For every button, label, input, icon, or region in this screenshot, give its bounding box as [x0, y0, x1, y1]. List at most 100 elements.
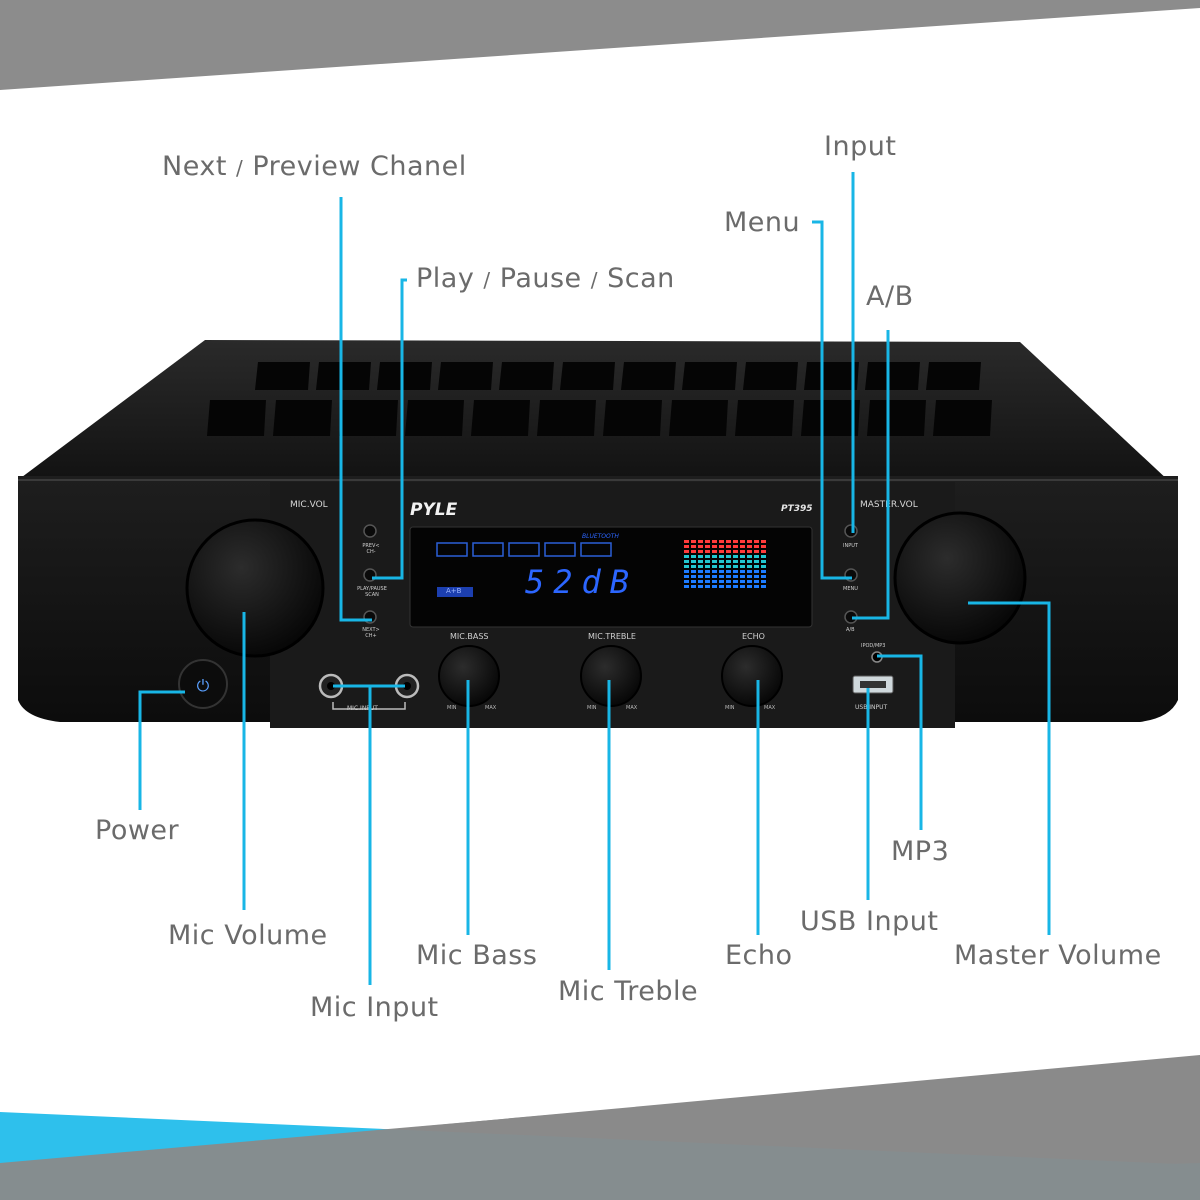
spectrum-segment: [747, 540, 752, 543]
spectrum-segment: [684, 560, 689, 563]
vent-slot: [471, 400, 530, 436]
spectrum-segment: [712, 545, 717, 548]
panel-label-min-bass: MIN: [447, 705, 457, 711]
vent-slot: [377, 362, 432, 390]
spectrum-segment: [754, 565, 759, 568]
spectrum-segment: [684, 550, 689, 553]
callout-usb-input: USB Input: [800, 906, 939, 937]
spectrum-segment: [754, 540, 759, 543]
spectrum-segment: [705, 570, 710, 573]
brand-logo: PYLE: [410, 500, 458, 520]
callout-menu: Menu: [724, 207, 801, 238]
spectrum-segment: [684, 585, 689, 588]
mic-treble-knob: [580, 645, 642, 707]
spectrum-segment: [761, 585, 766, 588]
spectrum-segment: [733, 545, 738, 548]
spectrum-segment: [698, 560, 703, 563]
spectrum-segment: [684, 545, 689, 548]
spectrum-segment: [747, 575, 752, 578]
spectrum-segment: [691, 560, 696, 563]
callout-power: Power: [95, 815, 180, 846]
spectrum-segment: [733, 570, 738, 573]
master-volume-knob: [893, 511, 1027, 645]
panel-label-max-treble: MAX: [626, 705, 638, 711]
spectrum-segment: [761, 565, 766, 568]
spectrum-segment: [747, 550, 752, 553]
panel-label-usb: USB INPUT: [855, 704, 888, 711]
spectrum-segment: [691, 585, 696, 588]
spectrum-segment: [712, 555, 717, 558]
power-button: [178, 659, 228, 709]
spectrum-segment: [726, 585, 731, 588]
spectrum-segment: [733, 565, 738, 568]
spectrum-segment: [698, 585, 703, 588]
spectrum-segment: [726, 550, 731, 553]
vent-slot: [735, 400, 794, 436]
vent-slot: [867, 400, 926, 436]
spectrum-segment: [747, 585, 752, 588]
spectrum-segment: [684, 540, 689, 543]
callout-mic-bass: Mic Bass: [416, 940, 538, 971]
spectrum-segment: [684, 570, 689, 573]
callout-next-preview: Next / Preview Chanel: [162, 151, 467, 182]
spectrum-segment: [740, 555, 745, 558]
spectrum-segment: [747, 545, 752, 548]
spectrum-segment: [691, 565, 696, 568]
spectrum-segment: [719, 565, 724, 568]
panel-label-echo: ECHO: [742, 632, 765, 641]
spectrum-segment: [691, 580, 696, 583]
spectrum-segment: [754, 570, 759, 573]
spectrum-segment: [691, 540, 696, 543]
spectrum-segment: [691, 575, 696, 578]
spectrum-segment: [754, 555, 759, 558]
mic-volume-knob: [185, 518, 325, 658]
spectrum-segment: [733, 580, 738, 583]
spectrum-segment: [747, 570, 752, 573]
spectrum-segment: [726, 565, 731, 568]
spectrum-segment: [698, 570, 703, 573]
spectrum-segment: [726, 570, 731, 573]
spectrum-segment: [740, 565, 745, 568]
spectrum-segment: [747, 565, 752, 568]
spectrum-segment: [754, 560, 759, 563]
spectrum-segment: [719, 550, 724, 553]
spectrum-segment: [698, 565, 703, 568]
spectrum-segment: [712, 550, 717, 553]
spectrum-segment: [691, 555, 696, 558]
svg-text:⏻: ⏻: [197, 676, 210, 695]
spectrum-segment: [719, 540, 724, 543]
spectrum-segment: [705, 575, 710, 578]
spectrum-segment: [761, 580, 766, 583]
spectrum-segment: [698, 580, 703, 583]
spectrum-segment: [740, 540, 745, 543]
spectrum-segment: [698, 540, 703, 543]
spectrum-segment: [733, 585, 738, 588]
spectrum-segment: [705, 555, 710, 558]
spectrum-segment: [761, 560, 766, 563]
panel-label-max-echo: MAX: [764, 705, 776, 711]
vent-slot: [560, 362, 615, 390]
vent-slot: [926, 362, 981, 390]
panel-label-ab: A/B: [846, 627, 855, 633]
echo-knob: [721, 645, 783, 707]
panel-label-ipod: IPOD/MP3: [861, 643, 886, 649]
spectrum-segment: [726, 555, 731, 558]
spectrum-segment: [698, 575, 703, 578]
vent-slot: [603, 400, 662, 436]
spectrum-segment: [705, 580, 710, 583]
vent-slot: [405, 400, 464, 436]
top-gray-band: [0, 0, 1200, 90]
spectrum-segment: [719, 585, 724, 588]
spectrum-segment: [740, 585, 745, 588]
spectrum-segment: [705, 550, 710, 553]
panel-label-mic-treble: MIC.TREBLE: [588, 632, 636, 641]
spectrum-segment: [719, 545, 724, 548]
panel-label-mic-vol: MIC.VOL: [290, 500, 328, 510]
display-readout: 52dB: [525, 563, 639, 601]
panel-label-min-treble: MIN: [587, 705, 597, 711]
panel-label-min-echo: MIN: [725, 705, 735, 711]
spectrum-segment: [684, 575, 689, 578]
spectrum-segment: [712, 540, 717, 543]
